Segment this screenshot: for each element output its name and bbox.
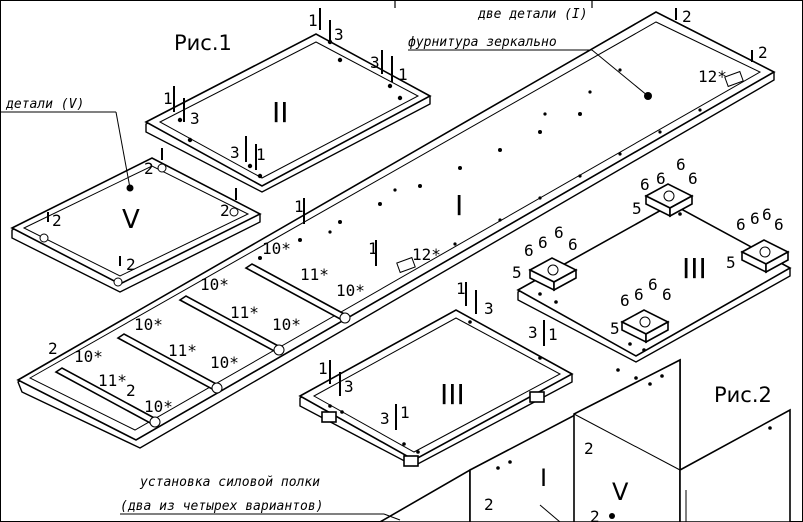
callout-10: 10* (134, 315, 163, 334)
callout-6: 6 (554, 223, 564, 242)
callout-11: 11* (230, 303, 259, 322)
note-top-line2: фурнитура зеркально (408, 35, 557, 50)
callout-11: 11* (168, 341, 197, 360)
panel-V: V (10, 157, 262, 293)
callout-10: 10* (74, 347, 103, 366)
callout-1: 1 (318, 359, 328, 378)
callout-10: 10* (336, 281, 365, 300)
callout-1: 1 (163, 89, 173, 108)
callout-5: 5 (632, 199, 642, 218)
callout-2: 2 (52, 211, 62, 230)
note-left-leader (115, 111, 131, 189)
callout-6: 6 (774, 215, 784, 234)
callout-6: 6 (662, 285, 672, 304)
callout-1: 1 (256, 145, 266, 164)
callout-12: 12* (698, 67, 727, 86)
note-bottom-leader (383, 513, 401, 521)
callout-1: 1 (308, 11, 318, 30)
label-part-III-bottom: III (440, 378, 465, 411)
callout-6: 6 (620, 291, 630, 310)
callout-6: 6 (656, 169, 666, 188)
note-bottom-line2: (два из четырех вариантов) (120, 499, 324, 514)
callout-3: 3 (344, 377, 354, 396)
callout-2: 2 (48, 339, 58, 358)
callout-2: 2 (126, 381, 136, 400)
callout-5: 5 (512, 263, 522, 282)
label-cabinet-I: I (540, 464, 547, 492)
screws (47, 8, 753, 430)
callout-1: 1 (456, 279, 466, 298)
note-top-line1: две детали (I) (477, 7, 588, 22)
panel-I: I (16, 11, 776, 449)
fig1-label: Рис.1 (174, 31, 232, 55)
fig2-label: Рис.2 (714, 383, 772, 407)
note-top-leader (591, 49, 649, 97)
callout-6: 6 (634, 285, 644, 304)
callout-3: 3 (190, 109, 200, 128)
callout-10: 10* (262, 239, 291, 258)
label-part-II: II (272, 96, 289, 129)
callout-6: 6 (568, 235, 578, 254)
cabinet-fig2: I V (378, 358, 791, 522)
label-part-III-right: III (682, 252, 707, 285)
note-bottom-line1: установка силовой полки (139, 475, 320, 490)
note-left: детали (V) (5, 97, 84, 112)
callout-1: 1 (368, 239, 378, 258)
callout-3: 3 (484, 299, 494, 318)
callout-2: 2 (220, 201, 230, 220)
callout-6: 6 (736, 215, 746, 234)
callout-10: 10* (210, 353, 239, 372)
callout-3: 3 (528, 323, 538, 342)
callout-10: 10* (200, 275, 229, 294)
callout-1: 1 (294, 197, 304, 216)
callout-3: 3 (380, 409, 390, 428)
callout-6: 6 (750, 209, 760, 228)
callout-numbers: 1 3 3 1 1 3 3 1 2 2 12* 2 2 2 2 1 1 12* … (48, 7, 784, 522)
callout-2: 2 (484, 495, 494, 514)
callout-5: 5 (610, 319, 620, 338)
callout-2: 2 (590, 507, 600, 522)
callout-2: 2 (682, 7, 692, 26)
callout-3: 3 (334, 25, 344, 44)
label-part-V: V (122, 205, 140, 235)
callout-2: 2 (126, 255, 136, 274)
callout-2: 2 (144, 159, 154, 178)
callout-3: 3 (370, 53, 380, 72)
callout-6: 6 (676, 155, 686, 174)
label-part-I: I (455, 189, 463, 222)
callout-6: 6 (648, 275, 658, 294)
callout-2: 2 (758, 43, 768, 62)
callout-1: 1 (400, 403, 410, 422)
callout-11: 11* (300, 265, 329, 284)
panel-II: II (144, 33, 432, 193)
callout-2: 2 (584, 439, 594, 458)
callout-10: 10* (144, 397, 173, 416)
panel-III-right: III (516, 183, 792, 363)
callout-12: 12* (412, 245, 441, 264)
callout-10: 10* (272, 315, 301, 334)
callout-6: 6 (688, 169, 698, 188)
callout-6: 6 (640, 175, 650, 194)
callout-6: 6 (524, 241, 534, 260)
callout-1: 1 (548, 325, 558, 344)
callout-6: 6 (538, 233, 548, 252)
callout-6: 6 (762, 205, 772, 224)
label-cabinet-V: V (612, 478, 629, 506)
callout-1: 1 (398, 65, 408, 84)
panel-III-bottom: III (298, 309, 574, 467)
callout-5: 5 (726, 253, 736, 272)
callout-11: 11* (98, 371, 127, 390)
callout-3: 3 (230, 143, 240, 162)
